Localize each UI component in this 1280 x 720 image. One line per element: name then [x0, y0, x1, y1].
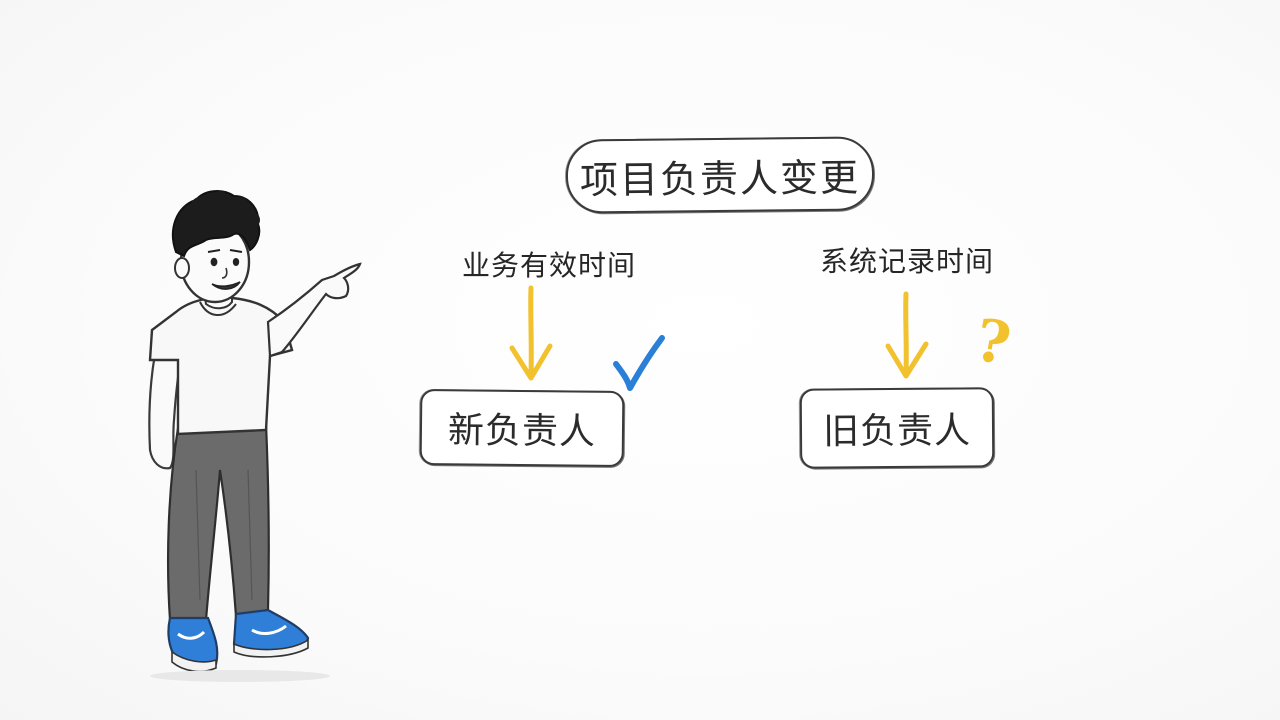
arrow-system-to-old — [885, 291, 929, 379]
title-box: 项目负责人变更 — [565, 136, 875, 214]
person-pointing-arm — [266, 262, 362, 358]
result-text-new-owner: 新负责人 — [447, 410, 597, 453]
result-box-old-owner: 旧负责人 — [799, 387, 995, 469]
branch-label-system-record-time: 系统记录时间 — [820, 245, 995, 278]
checkmark-icon — [613, 335, 665, 391]
result-text-old-owner: 旧负责人 — [822, 410, 972, 453]
branch-label-business-effective-time: 业务有效时间 — [462, 249, 637, 282]
person-pants — [166, 422, 270, 622]
person-shirt — [148, 296, 294, 436]
arrow-business-to-new — [509, 285, 553, 381]
title-text: 项目负责人变更 — [579, 155, 861, 202]
result-box-new-owner: 新负责人 — [419, 388, 625, 468]
